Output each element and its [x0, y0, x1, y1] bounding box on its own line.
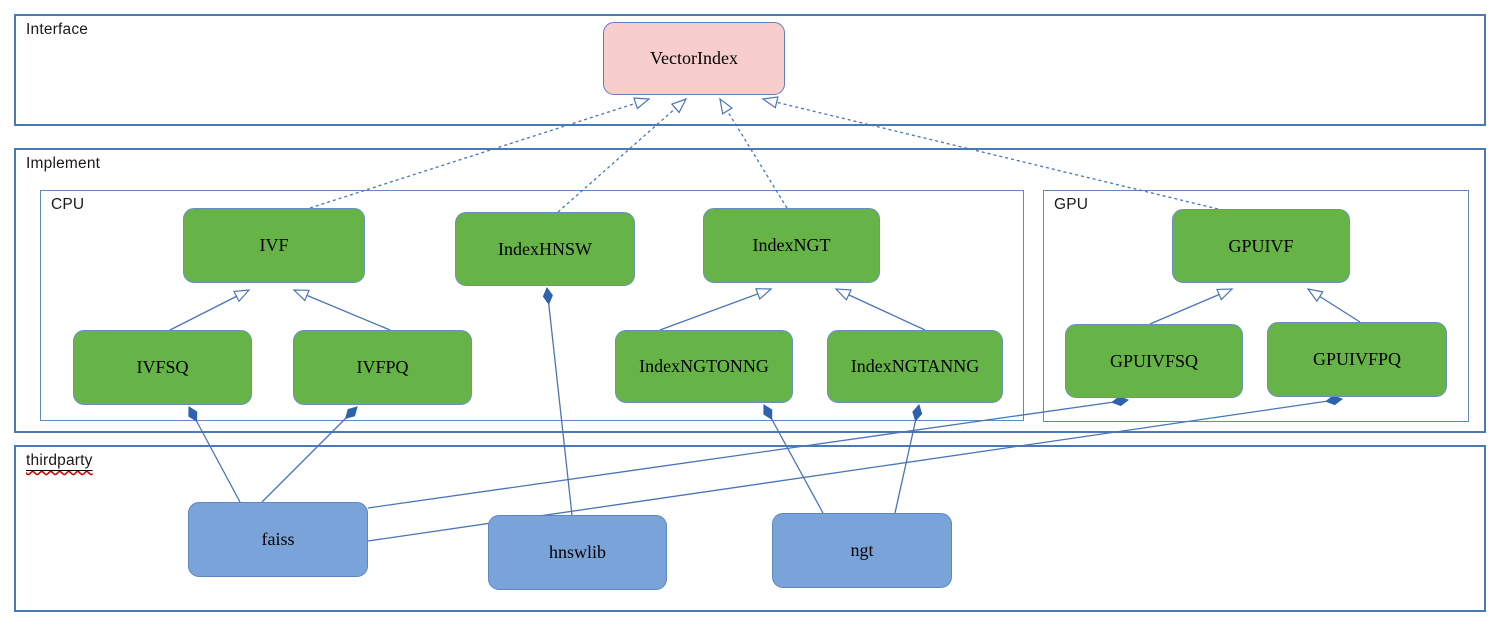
container-implement-label: Implement [26, 155, 101, 172]
node-faiss-label: faiss [261, 529, 295, 549]
node-indexhnsw[interactable]: IndexHNSW [455, 212, 635, 286]
container-interface-label: Interface [26, 21, 89, 38]
node-hnswlib[interactable]: hnswlib [488, 515, 667, 590]
node-indexhnsw-label: IndexHNSW [498, 238, 592, 259]
node-ivfsq[interactable]: IVFSQ [73, 330, 252, 405]
node-vectorindex-label: VectorIndex [650, 48, 738, 68]
container-gpu-label: GPU [1054, 196, 1089, 213]
node-gpuivfpq[interactable]: GPUIVFPQ [1267, 322, 1447, 397]
node-ivf[interactable]: IVF [183, 208, 365, 283]
node-vectorindex[interactable]: VectorIndex [603, 22, 785, 95]
container-cpu-label: CPU [51, 196, 85, 213]
node-indexngtonng-label: IndexNGTONNG [639, 356, 769, 376]
node-indexngtonng[interactable]: IndexNGTONNG [615, 330, 793, 403]
node-gpuivf[interactable]: GPUIVF [1172, 209, 1350, 283]
node-gpuivf-label: GPUIVF [1228, 235, 1294, 256]
node-indexngtanng[interactable]: IndexNGTANNG [827, 330, 1003, 403]
node-ivfpq[interactable]: IVFPQ [293, 330, 472, 405]
node-gpuivfsq[interactable]: GPUIVFSQ [1065, 324, 1243, 398]
container-thirdparty-label: thirdparty [26, 452, 93, 470]
node-gpuivfsq-label: GPUIVFSQ [1109, 350, 1199, 371]
node-gpuivfpq-label: GPUIVFPQ [1312, 349, 1402, 369]
node-ngt-label: ngt [850, 540, 874, 560]
node-indexngtanng-label: IndexNGTANNG [850, 356, 980, 376]
node-hnswlib-label: hnswlib [548, 542, 606, 562]
container-thirdparty-label-text: thirdparty [26, 452, 93, 469]
node-indexngt-label: IndexNGT [752, 235, 831, 255]
node-ivfpq-label: IVFPQ [356, 357, 409, 377]
node-ivf-label: IVF [259, 235, 289, 255]
node-ivfsq-label: IVFSQ [136, 357, 189, 377]
node-ngt[interactable]: ngt [772, 513, 952, 588]
node-faiss[interactable]: faiss [188, 502, 368, 577]
node-indexngt[interactable]: IndexNGT [703, 208, 880, 283]
